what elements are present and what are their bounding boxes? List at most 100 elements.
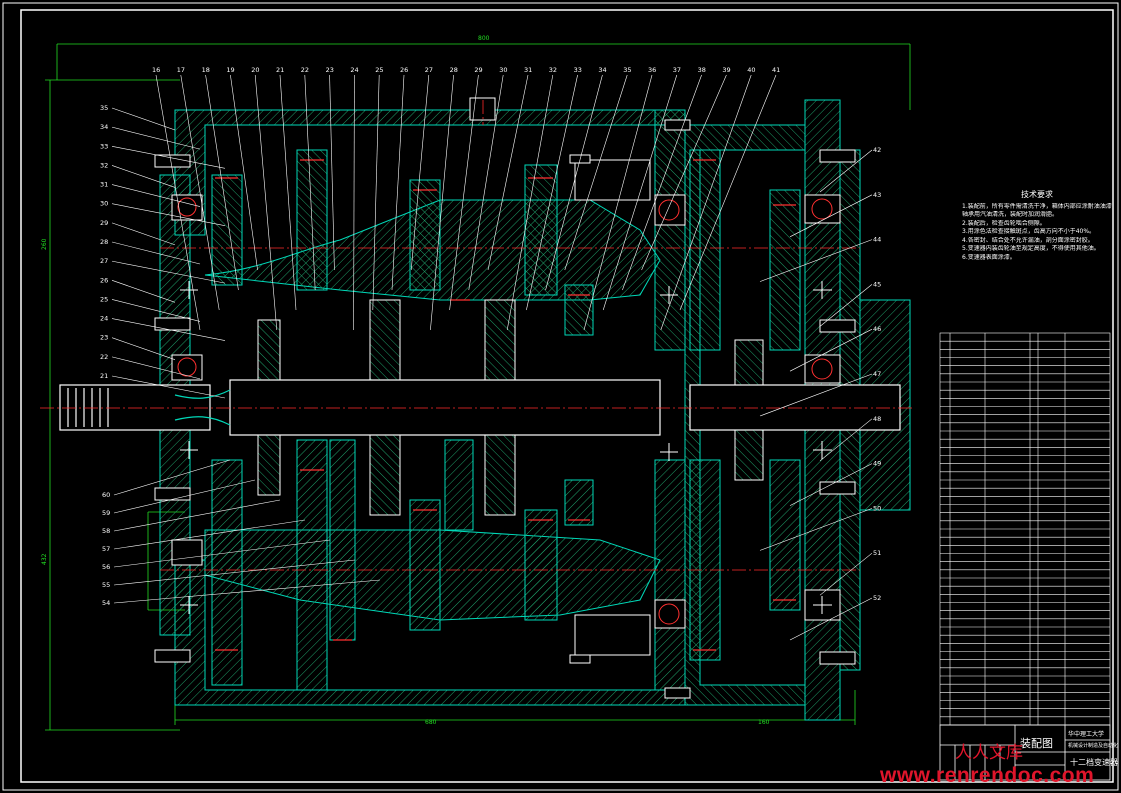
project-name: 十二档变速器 bbox=[1070, 758, 1118, 767]
part-number-label: 50 bbox=[873, 504, 881, 512]
part-number-label: 40 bbox=[747, 66, 755, 74]
leader-line bbox=[789, 194, 873, 238]
part-number-label: 52 bbox=[873, 594, 881, 602]
leader-line bbox=[111, 126, 201, 150]
part-number-label: 59 bbox=[102, 509, 110, 517]
part-number-label: 33 bbox=[100, 142, 108, 150]
leader-line bbox=[329, 74, 335, 271]
leader-line bbox=[564, 74, 628, 271]
leader-line bbox=[583, 74, 653, 331]
leader-line bbox=[759, 508, 873, 551]
leader-line bbox=[789, 463, 873, 506]
tech-line: 4.各密封、结合处不允许漏油，剖分面涂密封胶。 bbox=[962, 236, 1094, 244]
title-block bbox=[939, 724, 1111, 781]
leader-line bbox=[410, 74, 430, 271]
leader-line bbox=[113, 499, 281, 532]
leader-line bbox=[111, 375, 226, 399]
synchronizers bbox=[257, 299, 764, 516]
gears-upper bbox=[211, 109, 801, 351]
tech-line: 1.装配前，所有零件需清洗干净，箱体内部应涂耐油油漆。 bbox=[962, 202, 1112, 210]
part-number-label: 24 bbox=[100, 315, 108, 323]
leader-line bbox=[113, 519, 306, 550]
leader-line bbox=[205, 74, 239, 291]
part-number-label: 38 bbox=[698, 66, 706, 74]
part-number-label: 22 bbox=[100, 353, 108, 361]
leader-line bbox=[111, 356, 201, 380]
part-number-label: 47 bbox=[873, 370, 881, 378]
part-number-label: 20 bbox=[251, 66, 259, 74]
part-number-label: 43 bbox=[873, 191, 881, 199]
leader-line bbox=[155, 74, 201, 331]
part-number-label: 31 bbox=[100, 181, 108, 189]
leader-line bbox=[759, 373, 873, 417]
part-number-label: 29 bbox=[100, 219, 108, 227]
bearings bbox=[171, 159, 841, 656]
tech-line: 6.变速器表面涂漆。 bbox=[962, 253, 1016, 261]
part-number-label: 31 bbox=[524, 66, 532, 74]
part-number-label: 34 bbox=[598, 66, 606, 74]
leader-line bbox=[111, 165, 176, 188]
leader-line bbox=[506, 74, 554, 331]
leader-line bbox=[819, 149, 873, 193]
leader-line bbox=[111, 318, 226, 341]
drawing-name: 装配图 bbox=[1020, 737, 1053, 750]
part-number-label: 28 bbox=[450, 66, 458, 74]
part-number-label: 32 bbox=[549, 66, 557, 74]
leader-line bbox=[254, 74, 278, 331]
part-number-label: 56 bbox=[102, 563, 110, 571]
leader-line bbox=[641, 74, 727, 271]
part-number-label: 48 bbox=[873, 415, 881, 423]
part-number-label: 46 bbox=[873, 325, 881, 333]
part-number-label: 41 bbox=[772, 66, 780, 74]
part-number-label: 57 bbox=[102, 545, 110, 553]
leader-line bbox=[111, 107, 176, 131]
part-number-label: 21 bbox=[100, 372, 108, 380]
tech-requirements-title: 技术要求 bbox=[1021, 190, 1053, 199]
leader-line bbox=[111, 337, 176, 360]
part-number-label: 35 bbox=[100, 104, 108, 112]
part-number-label: 19 bbox=[226, 66, 234, 74]
part-number-label: 60 bbox=[102, 491, 110, 499]
dimension-text: 260 bbox=[41, 238, 48, 250]
part-number-label: 29 bbox=[474, 66, 482, 74]
part-number-label: 23 bbox=[326, 66, 334, 74]
part-number-label: 16 bbox=[152, 66, 160, 74]
part-number-label: 27 bbox=[425, 66, 433, 74]
leader-line bbox=[113, 459, 231, 496]
dimension-text: 160 bbox=[758, 719, 770, 726]
part-number-label: 32 bbox=[100, 161, 108, 169]
part-number-label: 35 bbox=[623, 66, 631, 74]
leader-line bbox=[111, 241, 201, 265]
leader-line bbox=[526, 74, 578, 311]
bolts bbox=[154, 97, 856, 699]
gear-tooth-marks bbox=[215, 159, 796, 651]
part-number-label: 51 bbox=[873, 549, 881, 557]
leader-line bbox=[660, 74, 752, 331]
leader-line bbox=[819, 284, 873, 327]
watermark: www.renrendoc.com bbox=[880, 764, 1095, 787]
leader-line bbox=[111, 222, 176, 246]
tech-line: 轴承用汽油清洗，装配时加润滑脂。 bbox=[962, 211, 1059, 218]
leader-line bbox=[430, 74, 454, 331]
leader-line bbox=[449, 74, 479, 311]
leader-line bbox=[759, 239, 873, 282]
tech-line: 2.装配后，检查齿轮啮合侧隙。 bbox=[962, 219, 1046, 227]
leader-line bbox=[113, 479, 256, 514]
part-number-label: 26 bbox=[400, 66, 408, 74]
part-number-label: 39 bbox=[722, 66, 730, 74]
leader-line bbox=[111, 260, 226, 284]
center-lines bbox=[40, 100, 915, 571]
leader-line bbox=[353, 74, 355, 331]
part-number-label: 45 bbox=[873, 280, 881, 288]
part-number-label: 24 bbox=[350, 66, 358, 74]
leader-line bbox=[304, 74, 316, 291]
part-number-label: 49 bbox=[873, 460, 881, 468]
leader-line bbox=[111, 280, 176, 303]
leader-line bbox=[391, 74, 405, 291]
part-number-label: 28 bbox=[100, 238, 108, 246]
leader-line bbox=[111, 203, 226, 227]
leader-line bbox=[679, 74, 777, 311]
leader-line bbox=[113, 539, 331, 568]
